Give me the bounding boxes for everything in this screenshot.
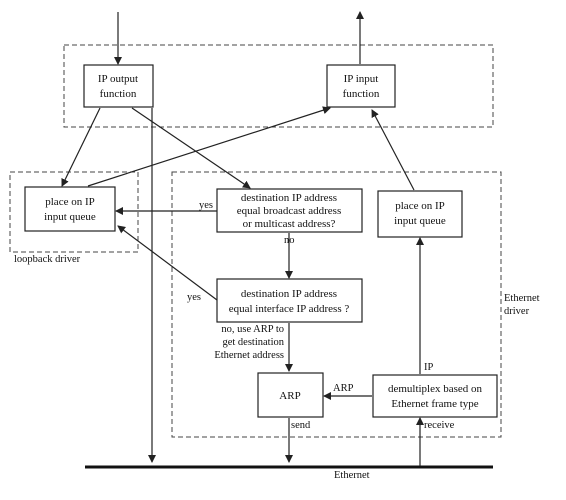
arrow-output-to-broadcast-check — [131, 107, 251, 189]
demultiplex-box: demultiplex based on Ethernet frame type — [372, 374, 498, 418]
yes-broadcast-label: yes — [199, 200, 213, 211]
use-arp-line-3: Ethernet address — [214, 350, 284, 361]
interface-check-line-1: destination IP address — [241, 288, 337, 300]
ip-input-line-1: IP input — [344, 73, 379, 85]
arp-box: ARP — [257, 372, 324, 418]
loopback-queue-line-2: input queue — [44, 211, 96, 223]
broadcast-check-line-2: equal broadcast address — [237, 205, 341, 217]
ethernet-driver-label-line-2: driver — [504, 306, 530, 317]
loopback-input-queue-box: place on IP input queue — [24, 186, 116, 232]
arrow-output-to-loopback-queue — [61, 107, 101, 187]
demux-line-2: Ethernet frame type — [391, 398, 478, 410]
ip-arrow-label: IP — [424, 362, 433, 373]
use-arp-line-1: no, use ARP to — [221, 324, 284, 335]
broadcast-check-box: destination IP address equal broadcast a… — [216, 188, 363, 233]
demux-line-1: demultiplex based on — [388, 383, 483, 395]
ip-output-line-2: function — [100, 88, 137, 100]
ethernet-bus-label: Ethernet — [334, 470, 370, 481]
ethernet-queue-line-1: place on IP — [395, 200, 444, 212]
ethernet-input-queue-box: place on IP input queue — [377, 190, 463, 238]
send-label: send — [291, 420, 311, 431]
ethernet-queue-line-2: input queue — [394, 215, 446, 227]
ip-input-line-2: function — [343, 88, 380, 100]
ethernet-driver-group — [171, 171, 502, 438]
arrow-loopback-queue-to-ip-input — [87, 106, 331, 187]
yes-interface-label: yes — [187, 292, 201, 303]
arrow-interface-yes-to-loopback — [117, 225, 218, 301]
ip-input-function-box: IP input function — [326, 64, 396, 108]
no-broadcast-label: no — [284, 235, 295, 246]
arp-box-label: ARP — [279, 390, 300, 402]
ethernet-driver-label-line-1: Ethernet — [504, 293, 540, 304]
ip-output-line-1: IP output — [98, 73, 138, 85]
ip-layer-group — [63, 44, 494, 128]
loopback-queue-line-1: place on IP — [45, 196, 94, 208]
interface-check-box: destination IP address equal interface I… — [216, 278, 363, 323]
loopback-driver-group — [9, 171, 139, 253]
arrow-right-queue-to-ip-input — [371, 109, 415, 191]
arp-arrow-label: ARP — [333, 383, 354, 394]
loopback-driver-label: loopback driver — [14, 254, 81, 265]
use-arp-line-2: get destination — [222, 337, 284, 348]
broadcast-check-line-1: destination IP address — [241, 192, 337, 204]
ip-output-function-box: IP output function — [83, 64, 154, 108]
broadcast-check-line-3: or multicast address? — [243, 218, 336, 230]
interface-check-line-2: equal interface IP address ? — [229, 303, 350, 315]
receive-label: receive — [424, 420, 455, 431]
